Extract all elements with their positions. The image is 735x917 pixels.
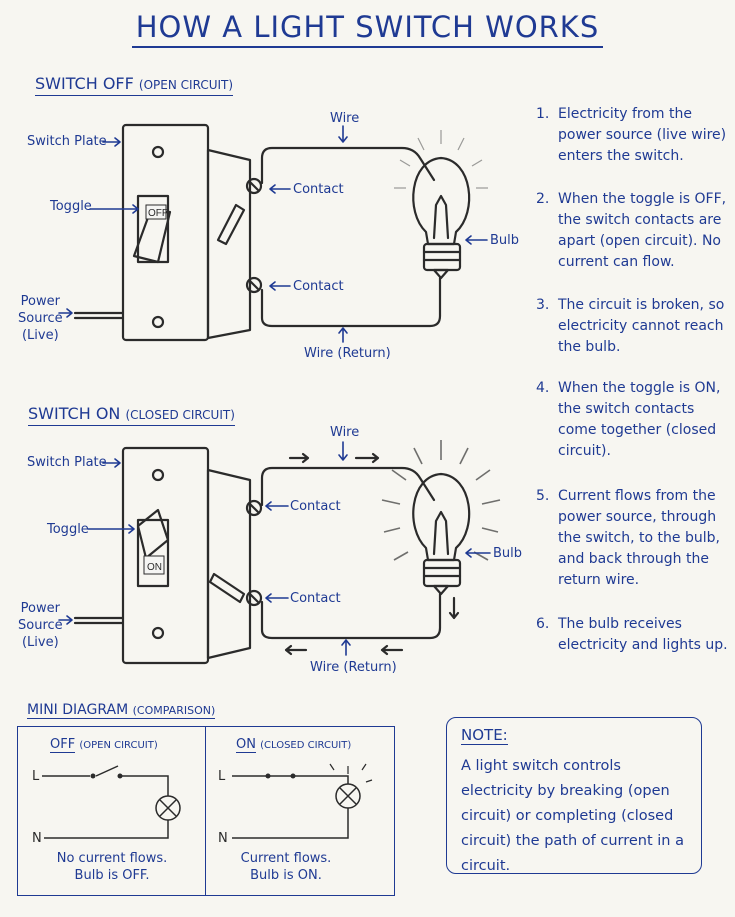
mini-heading-text: MINI DIAGRAM bbox=[27, 702, 129, 718]
mini-on-caption-1: Current flows. bbox=[240, 851, 332, 866]
on-label-switch-plate: Switch Plate bbox=[27, 455, 107, 470]
mini-on-caption-2: Bulb is ON. bbox=[250, 868, 322, 883]
off-label-bulb: Bulb bbox=[490, 233, 520, 248]
step-item: 6. The bulb receives electricity and ligh… bbox=[536, 614, 731, 656]
mini-diagram-heading: MINI DIAGRAM (COMPARISON) bbox=[27, 702, 216, 719]
off-label-wire-return: Wire (Return) bbox=[304, 346, 391, 361]
off-heading-text: SWITCH OFF bbox=[35, 74, 134, 93]
leader-arrows bbox=[58, 125, 491, 656]
off-power-line3: (Live) bbox=[21, 328, 59, 343]
mini-on-heading: ON (CLOSED CIRCUIT) bbox=[236, 736, 351, 754]
on-bulb-icon bbox=[412, 472, 471, 596]
on-subheading-text: (CLOSED CIRCUIT) bbox=[125, 408, 235, 422]
on-power-line3: (Live) bbox=[21, 635, 59, 650]
page-title: HOW A LIGHT SWITCH WORKS bbox=[0, 10, 735, 48]
on-label-bulb: Bulb bbox=[493, 546, 523, 561]
off-label-switch-plate: Switch Plate bbox=[27, 134, 107, 149]
step-text: Current flows from the power source, thr… bbox=[558, 488, 720, 588]
step-number: 1. bbox=[536, 106, 550, 122]
off-wire-return bbox=[260, 276, 442, 328]
on-label-toggle: Toggle bbox=[47, 522, 89, 537]
on-toggle-text: ON bbox=[147, 562, 162, 573]
on-section-heading: SWITCH ON (CLOSED CIRCUIT) bbox=[28, 404, 235, 426]
on-label-contact-bottom: Contact bbox=[290, 591, 341, 606]
on-power-line2: Source bbox=[18, 618, 63, 633]
step-number: 4. bbox=[536, 380, 550, 396]
off-power-line2: Source bbox=[18, 311, 63, 326]
mini-subheading-text: (COMPARISON) bbox=[132, 704, 216, 717]
mini-on-L: L bbox=[218, 769, 226, 784]
page-title-text: HOW A LIGHT SWITCH WORKS bbox=[131, 10, 604, 48]
off-wire-top bbox=[260, 146, 436, 185]
off-label-contact-bottom: Contact bbox=[293, 279, 344, 294]
note-body: A light switch controls electricity by b… bbox=[461, 758, 684, 874]
on-label-power-source: Power Source (Live) bbox=[18, 600, 63, 651]
mini-off-sub: (OPEN CIRCUIT) bbox=[79, 740, 158, 751]
step-number: 5. bbox=[536, 488, 550, 504]
off-label-wire: Wire bbox=[330, 111, 360, 126]
on-wire-top bbox=[260, 466, 436, 507]
mini-off-heading: OFF (OPEN CIRCUIT) bbox=[50, 736, 158, 754]
mini-on-head: ON bbox=[236, 737, 256, 753]
mini-off-N: N bbox=[32, 831, 42, 846]
step-item: 1. Electricity from the power source (liv… bbox=[536, 104, 731, 167]
step-item: 3. The circuit is broken, so electricity … bbox=[536, 295, 731, 358]
mini-diagram-box bbox=[17, 726, 395, 896]
note-box: NOTE: A light switch controls electricit… bbox=[446, 717, 702, 874]
on-heading-text: SWITCH ON bbox=[28, 404, 121, 423]
on-label-contact-top: Contact bbox=[290, 499, 341, 514]
current-flow-arrows bbox=[284, 452, 460, 656]
off-switch-plate bbox=[121, 123, 263, 342]
mini-on-caption: Current flows. Bulb is ON. bbox=[206, 850, 366, 884]
off-section-heading: SWITCH OFF (OPEN CIRCUIT) bbox=[35, 74, 234, 96]
step-item: 2. When the toggle is OFF, the switch con… bbox=[536, 189, 731, 273]
on-power-line1: Power bbox=[20, 601, 60, 616]
on-wire-return bbox=[260, 592, 442, 640]
mini-off-caption-1: No current flows. bbox=[56, 851, 168, 866]
step-item: 5. Current flows from the power source, t… bbox=[536, 486, 731, 591]
off-bulb-icon bbox=[412, 156, 471, 280]
step-text: The circuit is broken, so electricity ca… bbox=[558, 297, 725, 355]
off-label-contact-top: Contact bbox=[293, 182, 344, 197]
step-text: When the toggle is OFF, the switch conta… bbox=[558, 191, 727, 270]
mini-off-caption: No current flows. Bulb is OFF. bbox=[18, 850, 206, 884]
mini-off-L: L bbox=[32, 769, 40, 784]
mini-off-caption-2: Bulb is OFF. bbox=[74, 868, 150, 883]
step-text: The bulb receives electricity and lights… bbox=[558, 616, 728, 653]
on-label-wire-return: Wire (Return) bbox=[310, 660, 397, 675]
step-number: 3. bbox=[536, 297, 550, 313]
on-label-wire: Wire bbox=[330, 425, 360, 440]
off-label-toggle: Toggle bbox=[50, 199, 92, 214]
off-power-line1: Power bbox=[20, 294, 60, 309]
note-heading: NOTE: bbox=[461, 726, 508, 745]
off-subheading-text: (OPEN CIRCUIT) bbox=[138, 78, 234, 92]
step-text: Electricity from the power source (live … bbox=[558, 106, 727, 164]
step-number: 2. bbox=[536, 191, 550, 207]
step-item: 4. When the toggle is ON, the switch cont… bbox=[536, 378, 731, 462]
mini-off-head: OFF bbox=[50, 737, 76, 753]
step-number: 6. bbox=[536, 616, 550, 632]
mini-on-N: N bbox=[218, 831, 228, 846]
mini-on-sub: (CLOSED CIRCUIT) bbox=[260, 740, 352, 751]
on-switch-plate bbox=[121, 446, 263, 665]
mini-diagram-divider bbox=[205, 726, 206, 896]
step-text: When the toggle is ON, the switch contac… bbox=[558, 380, 721, 459]
off-toggle-text: OFF bbox=[148, 208, 168, 219]
off-label-power-source: Power Source (Live) bbox=[18, 293, 63, 344]
